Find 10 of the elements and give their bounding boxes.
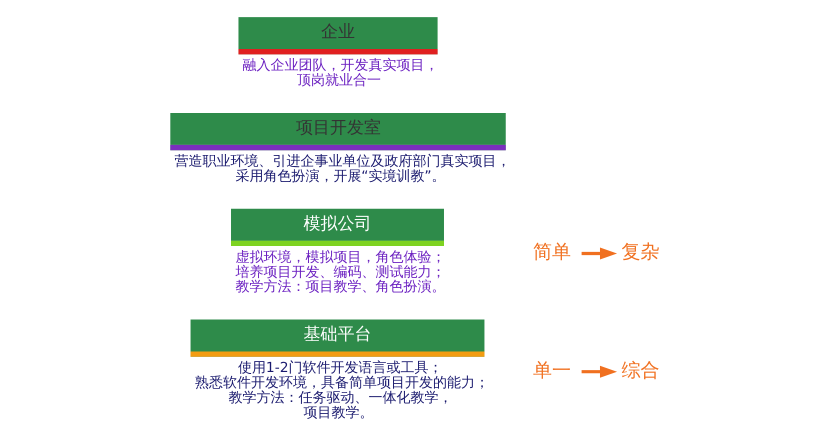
node-label: 虚拟环境，模拟项目，角色体验；培养项目开发、编码、测试能力；教学方法：项目教学、角色扮演。	[235, 249, 446, 296]
node-text: 综合	[621, 358, 660, 382]
node-label: 使用1-2门软件开发语言或工具；熟悉软件开发环境，具备简单项目开发的能力；教学方法：任务驱动、一体化教学，项目教学。	[194, 360, 489, 421]
node-label: 营造职业环境、引进企事业单位及政府部门真实项目，采用角色扮演，开展“实境训教”。	[174, 154, 511, 184]
arrow	[582, 366, 618, 378]
node-label: 融入企业团队，开发真实项目，顶岗就业合一	[242, 58, 439, 89]
node-text: 简单	[532, 240, 571, 264]
arrow	[582, 248, 618, 260]
node-text: 复杂	[621, 240, 660, 264]
node-text: 单一	[532, 358, 571, 382]
